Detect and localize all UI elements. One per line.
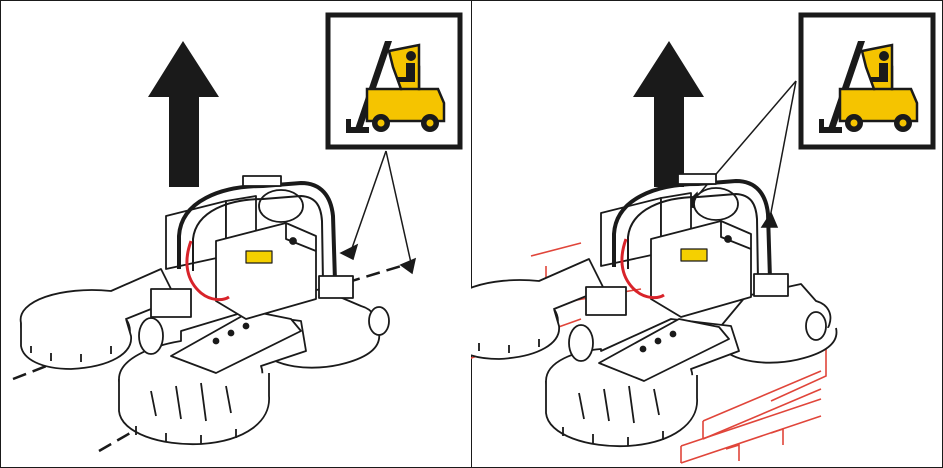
forklift-sign	[798, 12, 936, 150]
hydraulic-hose	[185, 240, 230, 302]
lifting-machine	[19, 175, 390, 446]
forklift-icon	[346, 41, 446, 133]
forklift-sign	[325, 12, 463, 150]
hydraulic-hose	[620, 238, 665, 300]
panel-divider	[471, 1, 472, 467]
panel-right	[471, 1, 942, 467]
arrow-up-icon	[148, 41, 219, 187]
forklift-icon	[819, 41, 919, 133]
panel-left	[1, 1, 471, 467]
lifting-machine	[471, 173, 838, 448]
arrow-up-icon	[633, 41, 704, 187]
pointer-lines	[339, 150, 417, 275]
